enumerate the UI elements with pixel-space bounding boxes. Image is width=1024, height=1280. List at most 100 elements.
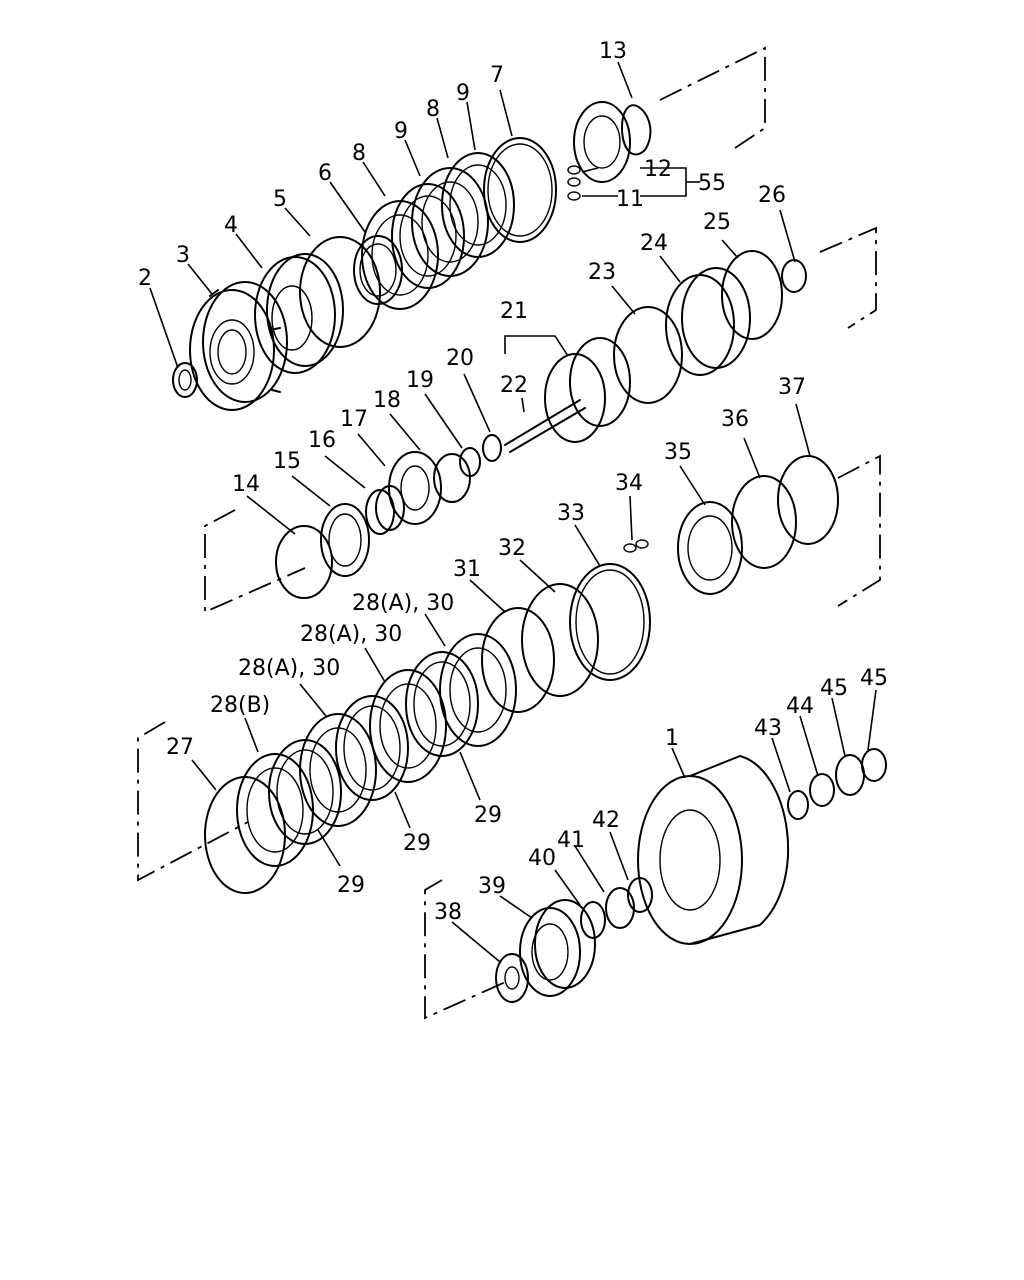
label-2: 2: [138, 266, 152, 291]
part-13-snap-ring: [621, 104, 652, 156]
label-41: 41: [557, 828, 585, 853]
label-29-right: 29: [474, 803, 502, 828]
part-45-snap-ring-a: [835, 754, 865, 796]
part-34-springs: [623, 539, 649, 553]
label-3: 3: [176, 243, 190, 268]
part-39-ring-gear: [519, 899, 596, 997]
label-24: 24: [640, 231, 668, 256]
part-28a-plate-3: [439, 633, 517, 747]
label-7: 7: [490, 63, 504, 88]
label-16: 16: [308, 428, 336, 453]
label-5: 5: [273, 187, 287, 212]
part-27-snap-ring: [204, 776, 286, 894]
part-1-transmission-case: [637, 755, 789, 945]
label-6: 6: [318, 161, 332, 186]
part-28b-plate: [236, 753, 314, 867]
label-17: 17: [340, 407, 368, 432]
part-29-disc-c: [405, 651, 479, 757]
label-28b: 28(B): [210, 693, 270, 718]
part-32-ring: [521, 583, 599, 697]
label-35: 35: [664, 440, 692, 465]
part-18-thrust-plate: [433, 453, 471, 503]
part-24-ring-gear: [665, 267, 751, 376]
label-29-left: 29: [337, 873, 365, 898]
label-31: 31: [453, 557, 481, 582]
part-35-piston: [677, 501, 743, 595]
label-38: 38: [434, 900, 462, 925]
part-23-snap-ring: [613, 306, 683, 404]
label-8b: 8: [426, 97, 440, 122]
label-18: 18: [373, 388, 401, 413]
part-21-carrier-shaft: [504, 337, 631, 453]
label-21: 21: [500, 299, 528, 324]
part-6-ring: [353, 235, 403, 305]
leader-lines: [149, 61, 877, 963]
label-42: 42: [592, 808, 620, 833]
part-4-piston: [254, 253, 344, 374]
label-28a-30-top: 28(A), 30: [352, 591, 454, 616]
label-20: 20: [446, 346, 474, 371]
part-19-bearing: [459, 447, 481, 477]
part-9-clutch-disc-a: [391, 183, 465, 289]
part-3-clutch-drum: [189, 281, 288, 411]
part-15-ring-gear: [320, 503, 370, 577]
label-40: 40: [528, 846, 556, 871]
part-45-snap-ring-b: [861, 748, 887, 782]
part-9-clutch-disc-b: [441, 152, 515, 258]
label-39: 39: [478, 874, 506, 899]
label-12: 12: [644, 157, 672, 182]
part-38-thrust-washer: [495, 953, 529, 1003]
label-14: 14: [232, 472, 260, 497]
part-40-seal: [580, 901, 606, 939]
label-19: 19: [406, 368, 434, 393]
label-44: 44: [786, 694, 814, 719]
part-8-clutch-plate-a: [361, 200, 439, 310]
label-55: 55: [698, 171, 726, 196]
label-34: 34: [615, 471, 643, 496]
label-4: 4: [224, 213, 238, 238]
part-33-ring: [569, 563, 651, 681]
label-13: 13: [599, 39, 627, 64]
part-43-bearing: [787, 790, 809, 820]
part-44-washer: [809, 773, 835, 807]
connection-lines: [137, 46, 881, 1020]
part-2-thrust-washer: [172, 362, 198, 398]
part-25-snap-ring: [721, 250, 783, 340]
label-1: 1: [665, 726, 679, 751]
label-29-mid: 29: [403, 831, 431, 856]
part-12-spring-retainer: [573, 101, 631, 183]
part-41-bearing: [605, 887, 635, 929]
label-22: 22: [500, 373, 528, 398]
label-11: 11: [616, 187, 644, 212]
part-17-gear: [388, 451, 442, 525]
label-45-right: 45: [860, 666, 888, 691]
part-20-washer: [482, 434, 502, 462]
label-9b: 9: [456, 81, 470, 106]
label-8a: 8: [352, 141, 366, 166]
part-37-seal-ring: [777, 455, 839, 545]
part-16-sun-gear: [365, 485, 405, 535]
label-32: 32: [498, 536, 526, 561]
label-43: 43: [754, 716, 782, 741]
part-7-snap-ring: [483, 137, 557, 243]
part-11-springs: [567, 165, 581, 201]
part-14-snap-ring: [275, 525, 333, 599]
part-5-snap-ring: [299, 236, 381, 348]
label-15: 15: [273, 449, 301, 474]
part-26-washer: [781, 259, 807, 293]
label-33: 33: [557, 501, 585, 526]
part-labels: 2 3 4 5 6 8 9 8 9 7 13 12 11 55 14 15 16…: [138, 39, 888, 925]
label-23: 23: [588, 260, 616, 285]
part-31-ring: [481, 607, 555, 713]
label-28a-30-low: 28(A), 30: [238, 656, 340, 681]
label-28a-30-mid: 28(A), 30: [300, 622, 402, 647]
label-9a: 9: [394, 119, 408, 144]
part-36-seal-ring: [731, 475, 797, 569]
label-36: 36: [721, 407, 749, 432]
part-29-disc-a: [268, 739, 342, 845]
label-45-left: 45: [820, 676, 848, 701]
part-8-clutch-plate-b: [411, 167, 489, 277]
label-25: 25: [703, 210, 731, 235]
